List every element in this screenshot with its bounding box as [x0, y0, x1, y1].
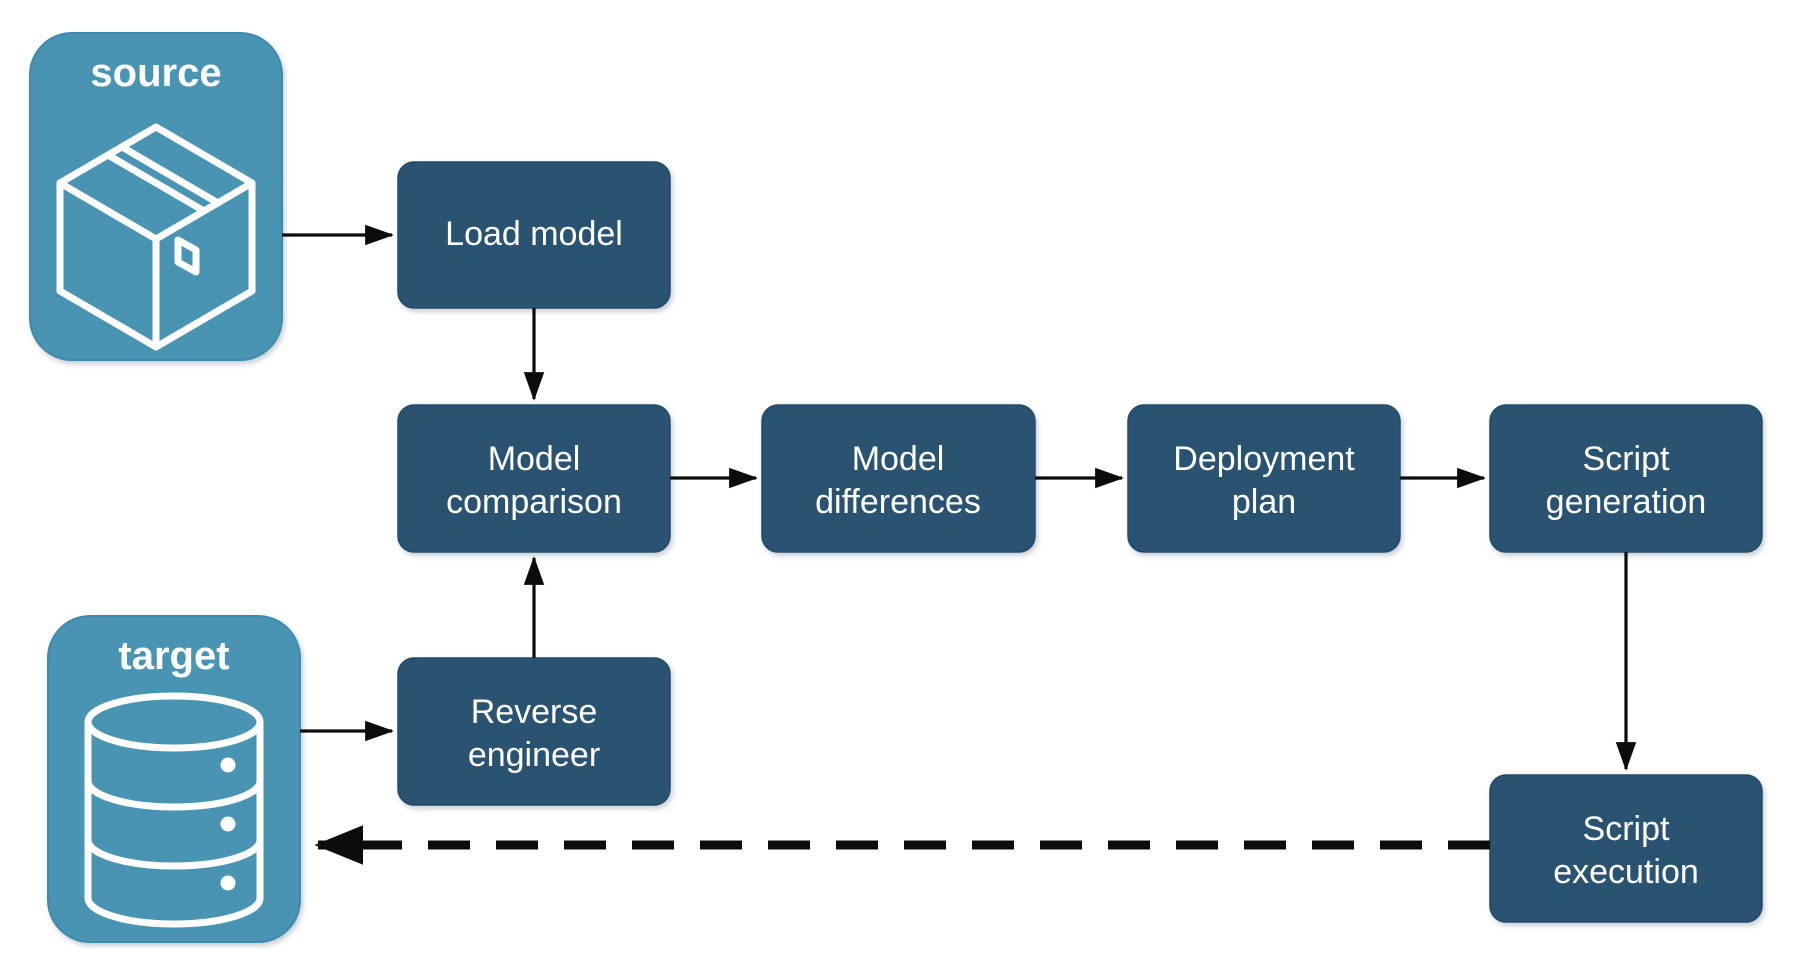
process-model-differences[interactable]: Model differences — [761, 404, 1036, 553]
process-reverse-engineer-label-line2: engineer — [468, 736, 600, 774]
process-script-execution[interactable]: Script execution — [1489, 774, 1763, 923]
process-deployment-plan[interactable]: Deployment plan — [1127, 404, 1401, 553]
endpoint-target[interactable]: target — [47, 615, 301, 943]
package-box-icon — [56, 123, 256, 351]
process-script-generation-label-line2: generation — [1546, 483, 1707, 521]
endpoint-target-label: target — [118, 634, 229, 678]
process-script-execution-shape — [1489, 774, 1763, 923]
process-model-comparison[interactable]: Model comparison — [397, 404, 671, 553]
process-script-generation[interactable]: Script generation — [1489, 404, 1763, 553]
process-reverse-engineer-label-line1: Reverse — [471, 693, 598, 731]
database-cylinder-icon — [84, 692, 264, 928]
endpoint-source[interactable]: source — [29, 32, 283, 361]
process-model-comparison-label-line2: comparison — [446, 483, 622, 521]
process-model-comparison-label-line1: Model — [488, 440, 581, 478]
diagram-edges — [282, 224, 1637, 865]
process-reverse-engineer[interactable]: Reverse engineer — [397, 657, 671, 806]
process-load-model[interactable]: Load model — [397, 161, 671, 309]
process-model-differences-label-line2: differences — [815, 483, 981, 521]
endpoint-source-shape — [29, 32, 283, 361]
process-model-differences-label-line1: Model — [852, 440, 945, 478]
process-script-generation-shape — [1489, 404, 1763, 553]
process-model-differences-shape — [761, 404, 1036, 553]
endpoint-source-label: source — [90, 51, 221, 95]
process-deployment-plan-label-line1: Deployment — [1173, 440, 1355, 478]
process-reverse-engineer-shape — [397, 657, 671, 806]
process-script-generation-label-line1: Script — [1583, 440, 1670, 478]
process-model-comparison-shape — [397, 404, 671, 553]
process-script-execution-label-line1: Script — [1583, 810, 1670, 848]
process-load-model-label: Load model — [445, 215, 623, 253]
process-deployment-plan-label-line2: plan — [1232, 483, 1296, 521]
process-deployment-plan-shape — [1127, 404, 1401, 553]
process-script-execution-label-line2: execution — [1553, 853, 1699, 891]
